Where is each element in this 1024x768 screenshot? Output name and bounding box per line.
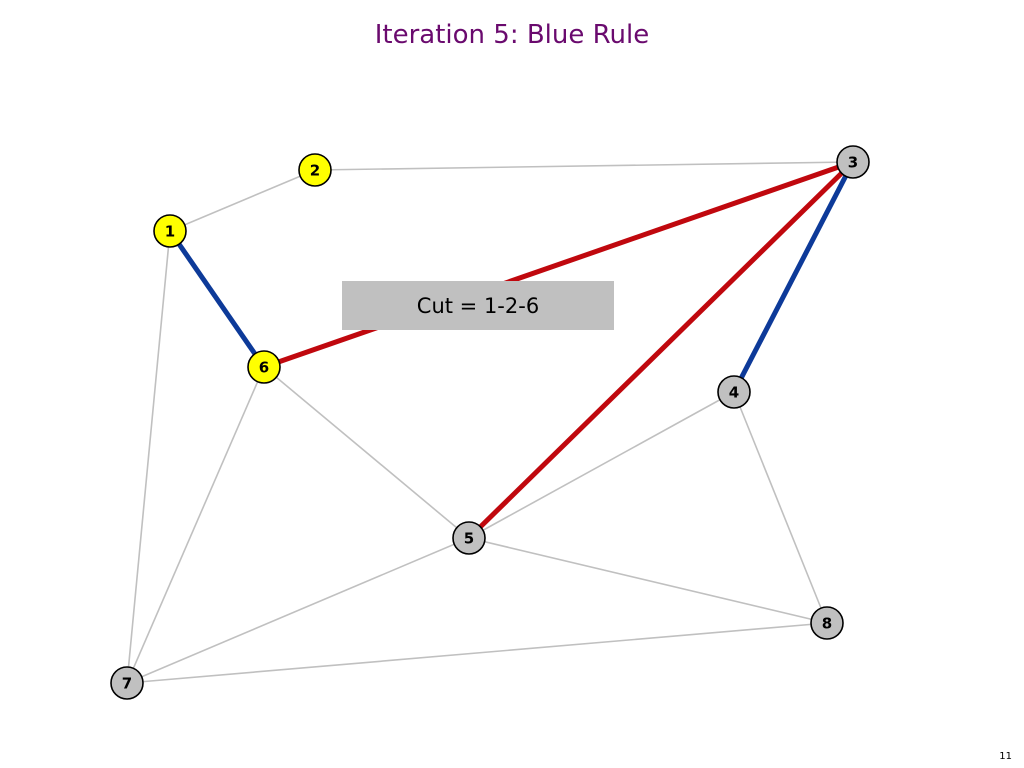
- cut-label-box: Cut = 1-2-6: [342, 281, 614, 330]
- node-5: 5: [452, 521, 486, 555]
- edge-5-7: [126, 537, 470, 684]
- edge-7-8: [126, 622, 828, 684]
- cut-label: Cut = 1-2-6: [416, 293, 540, 318]
- node-label-2: 2: [310, 162, 320, 180]
- page-number: 11: [999, 751, 1012, 762]
- node-label-5: 5: [464, 530, 474, 548]
- edge-5-8: [468, 537, 828, 624]
- node-label-8: 8: [822, 615, 832, 633]
- edge-6-7: [126, 366, 265, 684]
- node-7: 7: [110, 666, 144, 700]
- node-8: 8: [810, 606, 844, 640]
- node-6: 6: [247, 350, 281, 384]
- node-label-3: 3: [848, 154, 858, 172]
- graph-edges: [126, 159, 856, 684]
- node-4: 4: [717, 375, 751, 409]
- node-1: 1: [153, 214, 187, 248]
- edge-1-2: [169, 169, 316, 232]
- node-3: 3: [836, 145, 870, 179]
- node-circle-3: [836, 145, 870, 179]
- edge-1-7: [126, 230, 171, 684]
- edge-4-8: [733, 391, 828, 624]
- edge-1-6: [167, 229, 267, 369]
- node-label-1: 1: [165, 223, 175, 241]
- node-circle-8: [810, 606, 844, 640]
- node-circle-5: [452, 521, 486, 555]
- edge-5-3: [467, 160, 855, 540]
- edge-2-3: [314, 161, 854, 171]
- node-circle-6: [247, 350, 281, 384]
- node-label-4: 4: [729, 384, 739, 402]
- edge-3-4: [731, 160, 856, 394]
- node-circle-7: [110, 666, 144, 700]
- node-circle-1: [153, 214, 187, 248]
- edge-5-4: [468, 391, 735, 539]
- node-2: 2: [298, 153, 332, 187]
- node-circle-4: [717, 375, 751, 409]
- slide-title: Iteration 5: Blue Rule: [374, 20, 650, 50]
- graph-nodes: 1 2 3 4 5 6 7 8: [110, 145, 870, 700]
- edge-6-3: [263, 159, 854, 370]
- edge-6-5: [263, 366, 470, 539]
- node-label-7: 7: [122, 675, 132, 693]
- node-label-6: 6: [259, 359, 269, 377]
- node-circle-2: [298, 153, 332, 187]
